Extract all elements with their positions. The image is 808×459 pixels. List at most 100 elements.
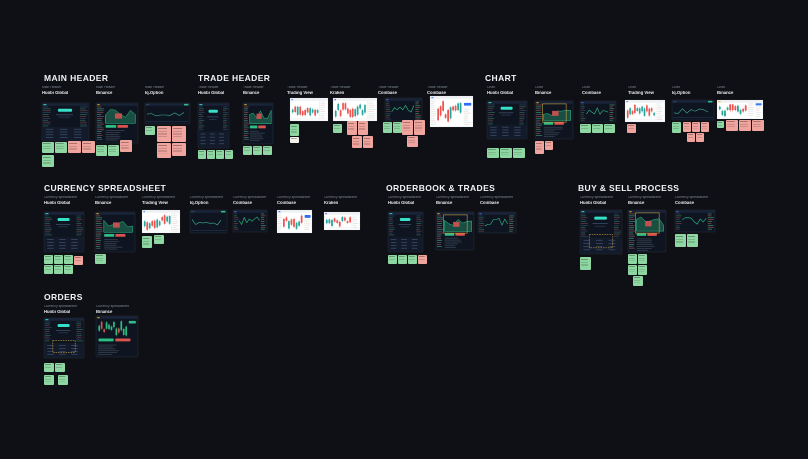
sticky-note-pink[interactable] [687, 133, 695, 142]
screenshot-thumbnail-kraken[interactable] [332, 97, 378, 122]
sticky-note-green[interactable] [44, 363, 54, 372]
sticky-note-green[interactable] [393, 122, 402, 133]
sticky-note-pink[interactable] [692, 122, 700, 132]
sticky-note-pink[interactable] [535, 141, 544, 154]
screenshot-thumbnail-iq-option[interactable] [189, 209, 228, 234]
sticky-note-pink[interactable] [157, 126, 171, 142]
screenshot-thumbnail-coinbase[interactable] [579, 100, 617, 123]
screenshot-thumbnail-iq-option[interactable] [671, 99, 715, 121]
sticky-note-green[interactable] [388, 255, 397, 264]
sticky-note-pink[interactable] [726, 120, 738, 131]
screenshot-thumbnail-binance[interactable] [534, 100, 574, 140]
screenshot-thumbnail-trading-view[interactable] [289, 97, 329, 122]
screenshot-thumbnail-huobi-global[interactable] [43, 211, 85, 253]
screenshot-thumbnail-binance[interactable] [94, 211, 136, 253]
sticky-note-green[interactable] [96, 145, 107, 156]
sticky-note-green[interactable] [207, 150, 215, 159]
sticky-note-green[interactable] [44, 265, 53, 274]
sticky-note-green[interactable] [44, 255, 53, 264]
sticky-note-green[interactable] [638, 254, 647, 264]
sticky-note-green[interactable] [225, 150, 233, 159]
sticky-note-green[interactable] [198, 150, 206, 159]
sticky-note-green[interactable] [592, 124, 603, 133]
screenshot-thumbnail-iq-option[interactable] [144, 102, 191, 125]
screenshot-thumbnail-coinbase[interactable] [232, 209, 268, 233]
sticky-note-green[interactable] [42, 155, 54, 167]
sticky-note-green[interactable] [383, 122, 392, 133]
screenshot-thumbnail-binance[interactable] [627, 209, 667, 253]
sticky-note-green[interactable] [638, 265, 647, 275]
sticky-note-green[interactable] [290, 124, 299, 136]
sticky-note-green[interactable] [58, 375, 68, 385]
sticky-note-green[interactable] [628, 254, 637, 264]
sticky-note-pink[interactable] [407, 136, 418, 147]
sticky-note-green[interactable] [408, 255, 417, 264]
sticky-note-pink[interactable] [157, 143, 171, 158]
screenshot-thumbnail-trading-view[interactable] [624, 99, 666, 123]
sticky-note-green[interactable] [54, 255, 63, 264]
sticky-note-green[interactable] [42, 142, 54, 153]
sticky-note-pink[interactable] [683, 122, 691, 132]
sticky-note-pink[interactable] [418, 255, 427, 264]
sticky-note-pink[interactable] [172, 143, 186, 156]
sticky-note-green[interactable] [675, 234, 686, 247]
sticky-note-green[interactable] [398, 255, 407, 264]
sticky-note-pink[interactable] [701, 122, 709, 132]
screenshot-thumbnail-binance[interactable] [95, 102, 139, 144]
sticky-note-pink[interactable] [414, 120, 425, 135]
screenshot-thumbnail-coinbase[interactable] [384, 97, 423, 122]
sticky-note-green[interactable] [64, 265, 73, 274]
sticky-note-green[interactable] [263, 146, 272, 155]
sticky-note-green[interactable] [604, 124, 615, 133]
sticky-note-pink[interactable] [545, 141, 553, 150]
sticky-note-green[interactable] [44, 375, 54, 385]
sticky-note-pink[interactable] [358, 121, 368, 135]
sticky-note-pink[interactable] [696, 133, 704, 142]
screenshot-thumbnail-binance[interactable] [95, 315, 139, 358]
sticky-note-pink[interactable] [172, 126, 186, 142]
sticky-note-pink[interactable] [752, 120, 764, 131]
screenshot-thumbnail-coinbase[interactable] [429, 95, 474, 128]
sticky-note-pink[interactable] [402, 120, 413, 135]
sticky-note-green[interactable] [580, 257, 591, 270]
screenshot-thumbnail-coinbase[interactable] [276, 209, 313, 234]
screenshot-thumbnail-kraken[interactable] [323, 211, 361, 231]
sticky-note-green[interactable] [687, 234, 698, 247]
screenshot-thumbnail-huobi-global[interactable] [43, 317, 85, 359]
sticky-note-green[interactable] [154, 235, 164, 244]
sticky-note-green[interactable] [55, 363, 65, 372]
sticky-note-pink[interactable] [363, 136, 373, 148]
sticky-note-green[interactable] [145, 126, 155, 135]
sticky-note-green[interactable] [216, 150, 224, 159]
sticky-note-green[interactable] [580, 124, 591, 133]
sticky-note-green[interactable] [55, 142, 67, 153]
sticky-note-green[interactable] [672, 122, 681, 133]
sticky-note-green[interactable] [142, 236, 152, 248]
sticky-note-pink[interactable] [347, 121, 357, 135]
screenshot-thumbnail-binance[interactable] [716, 99, 764, 120]
sticky-note-green[interactable] [628, 265, 637, 275]
sticky-note-pink[interactable] [352, 136, 362, 148]
screenshot-thumbnail-huobi-global[interactable] [197, 102, 230, 149]
sticky-note-pink[interactable] [68, 141, 81, 153]
sticky-note-green[interactable] [487, 148, 499, 158]
sticky-note-green[interactable] [513, 148, 525, 158]
sticky-note-green[interactable] [243, 146, 252, 155]
screenshot-thumbnail-huobi-global[interactable] [579, 209, 623, 255]
sticky-note-green[interactable] [253, 146, 262, 155]
sticky-note-green[interactable] [717, 121, 724, 128]
screenshot-thumbnail-coinbase[interactable] [674, 209, 716, 233]
sticky-note-pink[interactable] [74, 256, 83, 265]
sticky-note-green[interactable] [64, 255, 73, 264]
screenshot-thumbnail-huobi-global[interactable] [387, 211, 424, 253]
sticky-note-green[interactable] [633, 276, 643, 286]
sticky-note-pink[interactable] [739, 120, 751, 131]
sticky-note-pink[interactable] [627, 124, 636, 133]
screenshot-thumbnail-binance[interactable] [242, 102, 274, 145]
screenshot-thumbnail-binance[interactable] [435, 211, 475, 251]
screenshot-thumbnail-trading-view[interactable] [141, 209, 181, 234]
screenshot-thumbnail-huobi-global[interactable] [41, 102, 90, 142]
sticky-note-pink[interactable] [82, 141, 95, 153]
sticky-note-green[interactable] [333, 124, 342, 133]
